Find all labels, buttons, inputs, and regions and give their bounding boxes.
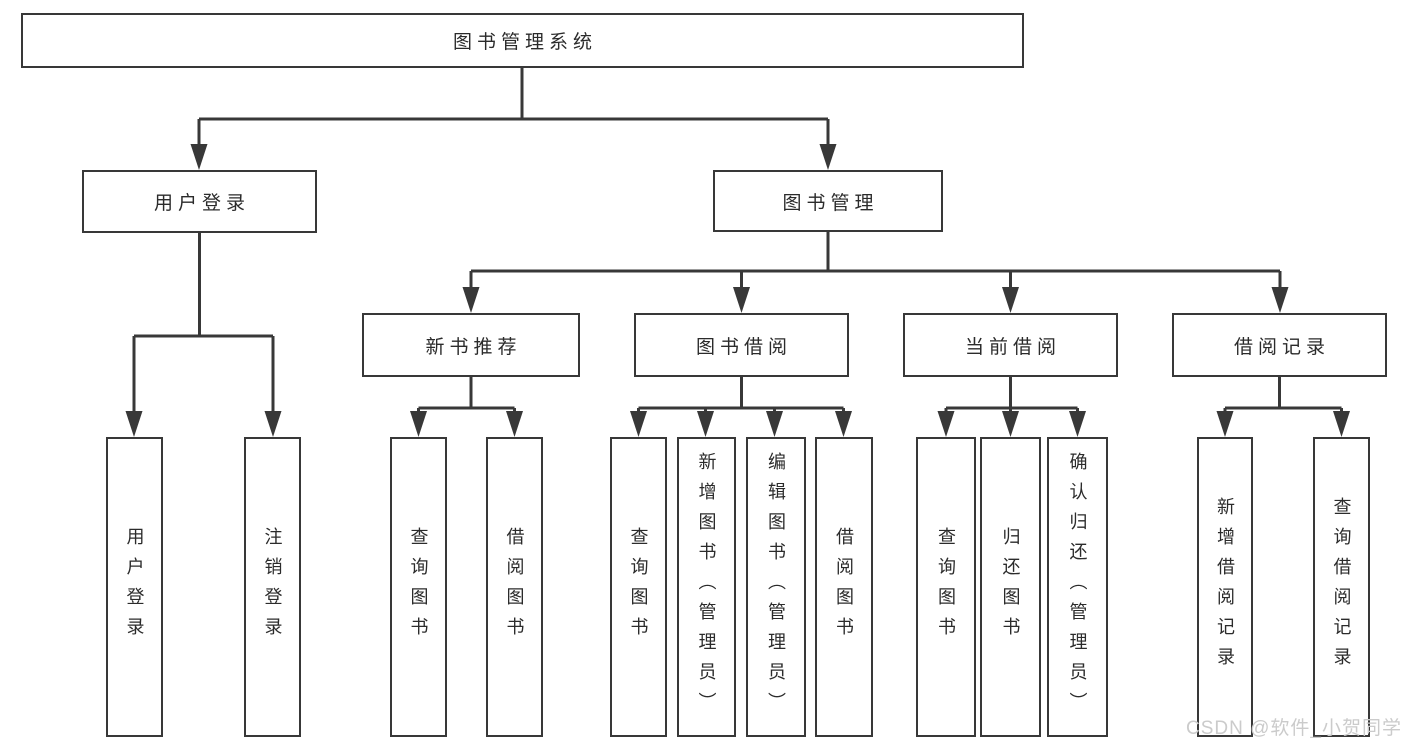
leaf-current-query-books: 查询图书 (916, 437, 976, 737)
leaf-borrow-books: 借阅图书 (815, 437, 873, 737)
connector-root-to-level1 (197, 68, 830, 146)
leaf-logout-login: 注销登录 (244, 437, 301, 737)
leaf-recommend-query-books: 查询图书 (390, 437, 447, 737)
watermark: CSDN @软件_小贺同学 (1186, 718, 1402, 739)
leaf-borrow-books-label: 借阅图书 (834, 527, 854, 647)
leaf-borrow-query-books: 查询图书 (610, 437, 667, 737)
leaf-add-borrow-record: 新增借阅记录 (1197, 437, 1253, 737)
leaf-user-login-label: 用户登录 (124, 527, 145, 647)
leaf-query-borrow-record: 查询借阅记录 (1313, 437, 1370, 737)
connector-book-management-to-level2 (469, 232, 1282, 289)
leaf-add-borrow-record-label: 新增借阅记录 (1215, 497, 1235, 677)
arrowheads (125, 144, 1350, 437)
leaf-borrow-query-books-label: 查询图书 (628, 527, 649, 647)
connector-new-book-recommend-to-children (417, 377, 516, 413)
connector-current-borrow-to-children (944, 377, 1079, 413)
connector-user-login-to-children (132, 233, 275, 413)
node-new-book-recommend: 新书推荐 (362, 313, 580, 377)
leaf-confirm-return-admin-label: 确认归还（管理员） (1067, 452, 1088, 722)
connector-borrow-records-to-children (1223, 377, 1343, 413)
leaf-edit-books-admin: 编辑图书（管理员） (746, 437, 806, 737)
leaf-current-query-books-label: 查询图书 (936, 527, 956, 647)
connector-book-borrow-to-children (637, 377, 845, 413)
leaf-add-books-admin: 新增图书（管理员） (677, 437, 736, 737)
leaf-return-books: 归还图书 (980, 437, 1041, 737)
node-user-login: 用户登录 (82, 170, 317, 233)
leaf-confirm-return-admin: 确认归还（管理员） (1047, 437, 1108, 737)
node-book-borrow: 图书借阅 (634, 313, 849, 377)
leaf-recommend-borrow-books: 借阅图书 (486, 437, 543, 737)
leaf-edit-books-admin-label: 编辑图书（管理员） (766, 452, 786, 722)
leaf-logout-login-label: 注销登录 (262, 527, 283, 647)
leaf-recommend-query-books-label: 查询图书 (408, 527, 429, 647)
node-system-root: 图书管理系统 (21, 13, 1024, 68)
node-borrow-records: 借阅记录 (1172, 313, 1387, 377)
leaf-recommend-borrow-books-label: 借阅图书 (504, 527, 525, 647)
node-book-management: 图书管理 (713, 170, 943, 232)
leaf-return-books-label: 归还图书 (1000, 527, 1021, 647)
leaf-user-login: 用户登录 (106, 437, 163, 737)
node-current-borrow: 当前借阅 (903, 313, 1118, 377)
leaf-add-books-admin-label: 新增图书（管理员） (696, 452, 717, 722)
leaf-query-borrow-record-label: 查询借阅记录 (1331, 497, 1352, 677)
